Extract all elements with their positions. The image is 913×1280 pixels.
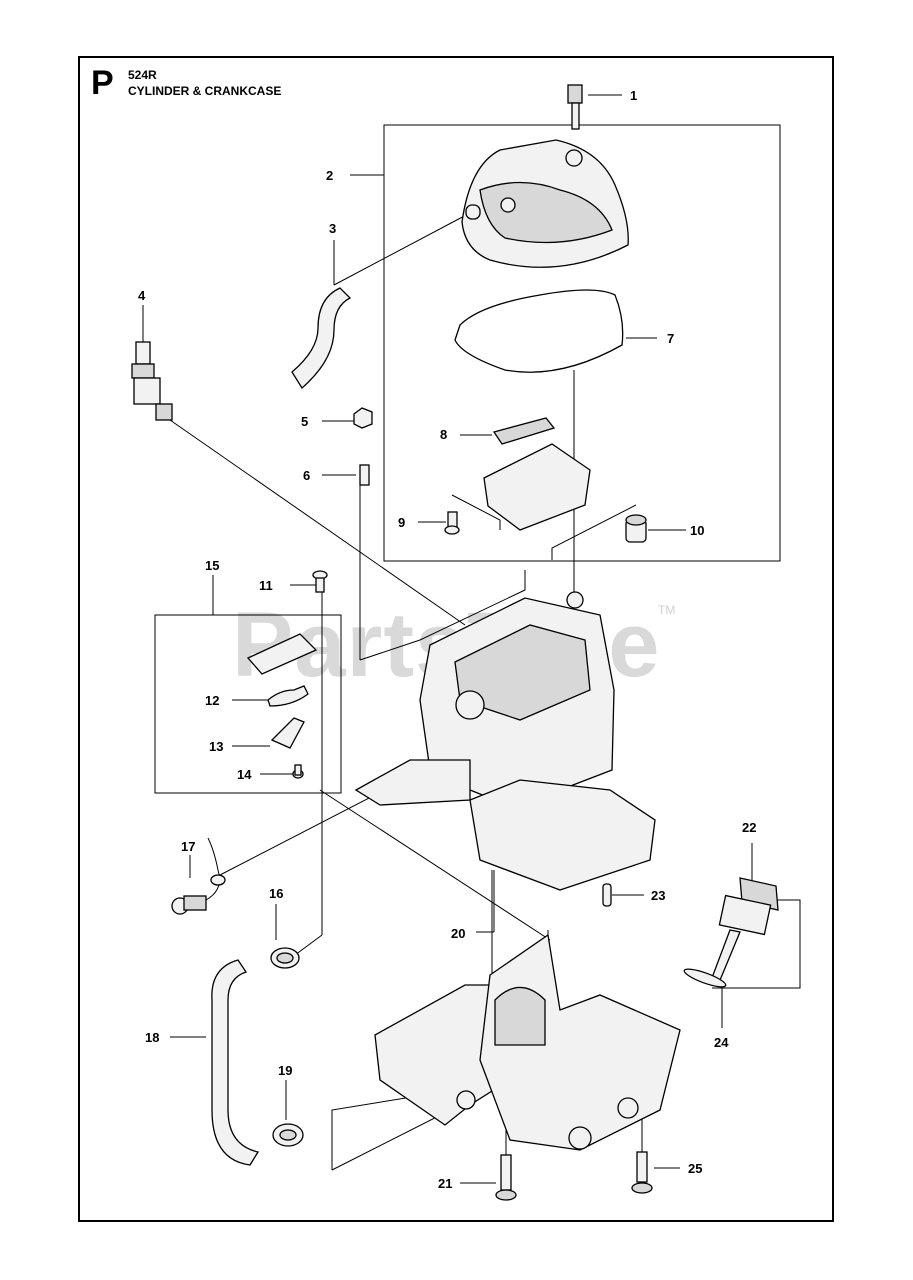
callout-12: 12 xyxy=(205,693,219,708)
part-7-gasket-icon xyxy=(454,289,624,373)
part-1-screw-icon xyxy=(567,84,583,130)
part-18-hose-icon xyxy=(211,959,260,1166)
part-24-washer-icon xyxy=(683,968,727,988)
model-number: 524R xyxy=(128,68,157,82)
part-15-group-box xyxy=(154,614,342,794)
callout-2: 2 xyxy=(326,168,333,183)
part-10-sleeve-icon xyxy=(625,514,647,543)
callout-18: 18 xyxy=(145,1030,159,1045)
callout-3: 3 xyxy=(329,221,336,236)
part-4-spark-plug-icon xyxy=(131,341,173,421)
callout-13: 13 xyxy=(209,739,223,754)
part-19-clamp-icon xyxy=(272,1123,304,1147)
callout-24: 24 xyxy=(714,1035,729,1050)
valve-cover-group-box xyxy=(383,124,781,562)
callout-11: 11 xyxy=(259,578,273,593)
diagram-frame xyxy=(78,56,834,1222)
callout-17: 17 xyxy=(181,839,195,854)
callout-8: 8 xyxy=(440,427,447,442)
callout-20: 20 xyxy=(451,926,465,941)
part-8-filter-icon xyxy=(492,417,556,445)
callout-1: 1 xyxy=(630,88,637,103)
callout-5: 5 xyxy=(301,414,308,429)
crankcase-icon xyxy=(374,933,681,1151)
callout-10: 10 xyxy=(690,523,704,538)
callout-21: 21 xyxy=(438,1176,452,1191)
callout-23: 23 xyxy=(651,888,665,903)
callout-25: 25 xyxy=(688,1161,702,1176)
part-21-bolt-icon xyxy=(495,1154,517,1201)
part-23-pin-icon xyxy=(602,883,612,907)
part-22-oil-plug-icon xyxy=(709,877,779,986)
part-3-hose-icon xyxy=(291,287,352,389)
callout-14: 14 xyxy=(237,767,252,782)
part-6-stud-icon xyxy=(359,464,370,486)
callout-labels: 1 2 3 4 5 6 7 8 9 10 11 12 15 13 14 16 1… xyxy=(138,88,756,1191)
callout-7: 7 xyxy=(667,331,674,346)
part-5-nut-icon xyxy=(353,407,373,429)
part-13-lever-icon xyxy=(270,717,305,749)
callout-6: 6 xyxy=(303,468,310,483)
part-2-valve-cover-icon xyxy=(461,139,629,268)
diagram-title: CYLINDER & CRANKCASE xyxy=(128,84,282,98)
part-20-cylinder-icon xyxy=(354,591,656,891)
callout-22: 22 xyxy=(742,820,756,835)
callout-19: 19 xyxy=(278,1063,292,1078)
part-15-plate-icon xyxy=(246,633,318,675)
callout-16: 16 xyxy=(269,886,283,901)
part-17-screw-icon xyxy=(171,837,226,915)
callout-4: 4 xyxy=(138,288,146,303)
rocker-holder-icon xyxy=(483,443,591,531)
callout-9: 9 xyxy=(398,515,405,530)
part-25-bolt-icon xyxy=(631,1151,653,1194)
watermark-trademark: TM xyxy=(658,603,675,617)
part-9-screw-icon xyxy=(444,511,460,535)
part-14-screw-icon xyxy=(292,764,304,779)
callout-15: 15 xyxy=(205,558,219,573)
part-11-screw-icon xyxy=(312,570,328,593)
section-letter: P xyxy=(91,64,114,102)
part-16-clamp-icon xyxy=(270,947,300,969)
part-12-spring-icon xyxy=(267,685,309,707)
